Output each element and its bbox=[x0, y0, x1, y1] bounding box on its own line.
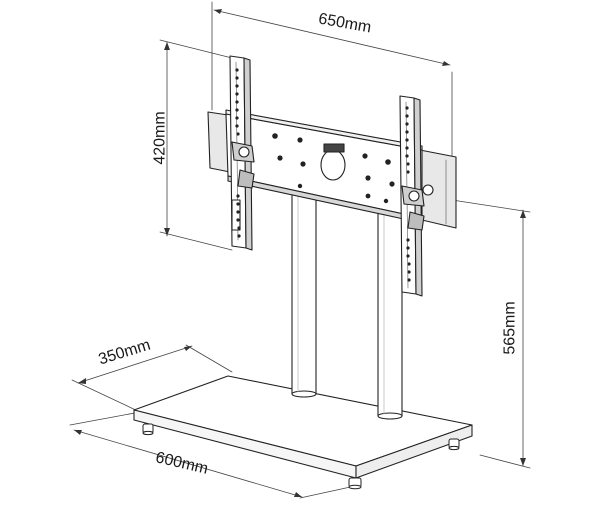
dim-label-height: 420mm bbox=[151, 111, 169, 165]
dim-650-line bbox=[213, 9, 451, 66]
dim-565-extension-top bbox=[451, 199, 531, 213]
dim-350-extension-back bbox=[185, 344, 233, 373]
plate-holes bbox=[272, 133, 395, 204]
bracket-arm-left bbox=[229, 55, 255, 251]
post-left bbox=[291, 191, 317, 395]
bracket-arm-right bbox=[399, 95, 434, 297]
dim-420-extension-bottom bbox=[159, 231, 233, 251]
base-feet bbox=[142, 423, 460, 490]
base-side-face bbox=[355, 424, 473, 479]
dim-350-line bbox=[77, 345, 193, 384]
dim-420-extension-top bbox=[159, 39, 233, 59]
bracket-arm-left-holes bbox=[235, 68, 241, 238]
post-right bbox=[377, 207, 403, 417]
dim-label-total-height: 565mm bbox=[501, 301, 519, 355]
dim-600-extension-left bbox=[69, 411, 141, 426]
dimension-lines bbox=[69, 1, 531, 499]
plate-center-cutout bbox=[320, 143, 346, 181]
dim-600-line bbox=[73, 429, 303, 498]
dim-350-extension-front bbox=[71, 379, 141, 413]
plate-top-lip bbox=[225, 109, 423, 151]
bracket-arm-right-holes bbox=[405, 106, 411, 282]
dim-600-extension-right bbox=[299, 485, 356, 499]
dimension-arrows bbox=[74, 9, 526, 497]
support-posts bbox=[291, 191, 403, 420]
dim-565-extension-bottom bbox=[479, 454, 531, 469]
